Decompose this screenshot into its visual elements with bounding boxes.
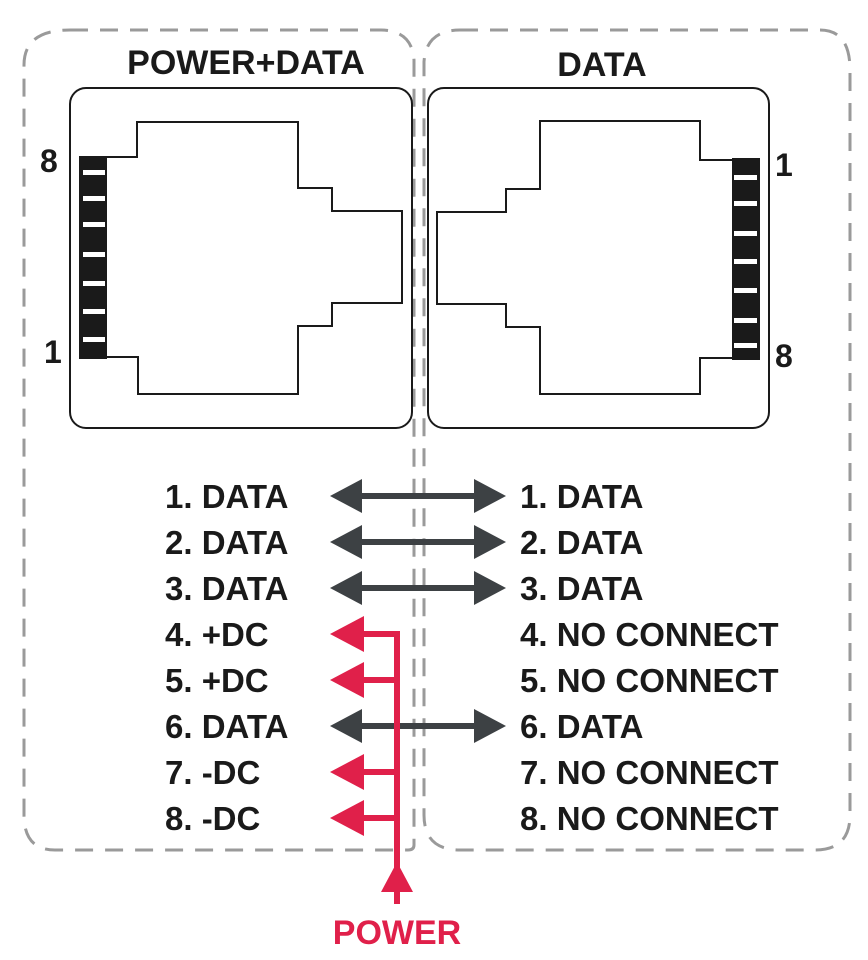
data-link-line — [360, 723, 480, 729]
left-pin-bottom-number: 1 — [44, 334, 62, 370]
left-arrow-icon — [330, 709, 362, 743]
right-arrow-icon — [474, 479, 506, 513]
right-pin-top-number: 1 — [775, 147, 793, 183]
right-pin-bottom-number: 8 — [775, 338, 793, 374]
left-pin-label: 5. +DC — [165, 662, 269, 699]
power-label: POWER — [333, 914, 461, 952]
right-pin-label: 3. DATA — [520, 570, 643, 607]
data-link-line — [360, 539, 480, 545]
right-group-outline — [422, 28, 852, 852]
right-port-title: DATA — [557, 46, 646, 84]
power-feed-stem — [394, 890, 400, 904]
left-pin-list: 1. DATA 2. DATA 3. DATA 4. +DC 5. +DC 6.… — [165, 478, 288, 837]
right-arrow-icon — [474, 571, 506, 605]
left-pin-label: 7. -DC — [165, 754, 260, 791]
power-arrow-icon — [330, 616, 364, 652]
right-arrow-icon — [474, 525, 506, 559]
right-pin-label: 4. NO CONNECT — [520, 616, 779, 653]
right-arrow-icon — [474, 709, 506, 743]
left-port-title: POWER+DATA — [127, 44, 365, 82]
right-pin-list: 1. DATA 2. DATA 3. DATA 4. NO CONNECT 5.… — [520, 478, 779, 837]
data-link-line — [360, 493, 480, 499]
power-branch-line — [362, 769, 398, 775]
power-arrow-icon — [330, 800, 364, 836]
right-pin-label: 1. DATA — [520, 478, 643, 515]
data-link-line — [360, 585, 480, 591]
left-pin-label: 1. DATA — [165, 478, 288, 515]
left-arrow-icon — [330, 479, 362, 513]
power-arrow-icon — [330, 662, 364, 698]
left-pin-label: 6. DATA — [165, 708, 288, 745]
power-arrow-icon — [330, 754, 364, 790]
right-pin-block — [732, 158, 760, 360]
right-pin-label: 8. NO CONNECT — [520, 800, 779, 837]
left-arrow-icon — [330, 525, 362, 559]
connector-layer — [330, 479, 506, 868]
left-pin-top-number: 8 — [40, 143, 58, 179]
left-pin-block — [79, 156, 107, 359]
power-bus-line — [394, 631, 400, 868]
left-pin-label: 3. DATA — [165, 570, 288, 607]
left-arrow-icon — [330, 571, 362, 605]
right-pin-label: 6. DATA — [520, 708, 643, 745]
left-pin-label: 8. -DC — [165, 800, 260, 837]
power-branch-line — [362, 631, 398, 637]
left-pin-label: 4. +DC — [165, 616, 269, 653]
power-up-arrow-icon — [381, 862, 413, 892]
power-branch-line — [362, 815, 398, 821]
right-pin-label: 2. DATA — [520, 524, 643, 561]
right-rj45-jack: 1 8 — [427, 87, 793, 429]
power-source: POWER — [333, 862, 461, 952]
left-group-outline — [22, 28, 416, 852]
left-pin-label: 2. DATA — [165, 524, 288, 561]
right-pin-label: 7. NO CONNECT — [520, 754, 779, 791]
right-pin-label: 5. NO CONNECT — [520, 662, 779, 699]
power-branch-line — [362, 677, 398, 683]
left-rj45-jack: 8 1 — [40, 87, 413, 429]
